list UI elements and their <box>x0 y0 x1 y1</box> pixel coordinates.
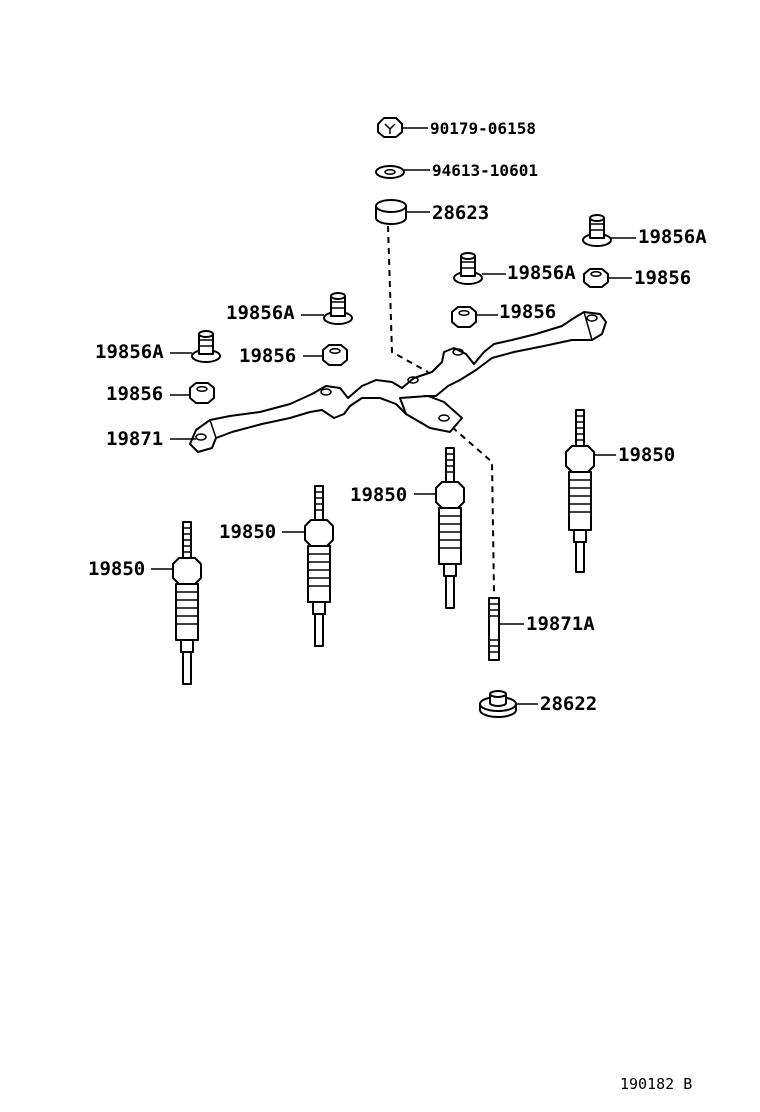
callout-28622: 28622 <box>540 693 597 715</box>
callout-19871: 19871 <box>106 428 163 450</box>
glow-plug-19850-icon <box>435 447 465 609</box>
nut-19856A-icon <box>323 292 353 325</box>
callout-19856A-midleft: 19856A <box>226 302 295 324</box>
illustration-code: 190182 B <box>620 1075 692 1093</box>
callout-19856A-left: 19856A <box>95 341 164 363</box>
glow-plug-19850-icon <box>304 485 334 647</box>
nut-19856A-icon <box>582 214 612 247</box>
callout-19850-midleft: 19850 <box>219 521 276 543</box>
callout-19856-left: 19856 <box>106 383 163 405</box>
callout-19871A: 19871A <box>526 613 595 635</box>
insulator-28622-icon <box>479 690 517 718</box>
nut-19856-icon <box>583 268 609 288</box>
callout-19850-right: 19850 <box>618 444 675 466</box>
callout-19850-center: 19850 <box>350 484 407 506</box>
callout-19850-left: 19850 <box>88 558 145 580</box>
connector-plate-19871 <box>189 311 607 453</box>
nut-19856A-icon <box>453 252 483 285</box>
glow-plug-19850-icon <box>172 521 202 685</box>
assembly-line <box>387 225 429 373</box>
nut-19856-icon <box>189 382 215 404</box>
bolt-90179-icon <box>377 117 403 138</box>
callout-19856A-right: 19856A <box>638 226 707 248</box>
callout-19856-midleft: 19856 <box>239 345 296 367</box>
glow-plug-19850-icon <box>565 409 595 573</box>
washer-94613-icon <box>375 165 405 179</box>
callout-19856-center: 19856 <box>499 301 556 323</box>
nut-19856A-icon <box>191 330 221 363</box>
insulator-28623-icon <box>375 199 407 225</box>
callout-19856A-center: 19856A <box>507 262 576 284</box>
nut-19856-icon <box>451 306 477 328</box>
callout-90179-06158: 90179-06158 <box>430 119 536 138</box>
stud-19871A-icon <box>488 597 500 661</box>
callout-94613-10601: 94613-10601 <box>432 161 538 180</box>
callout-19856-right: 19856 <box>634 267 691 289</box>
nut-19856-icon <box>322 344 348 366</box>
callout-28623: 28623 <box>432 202 489 224</box>
